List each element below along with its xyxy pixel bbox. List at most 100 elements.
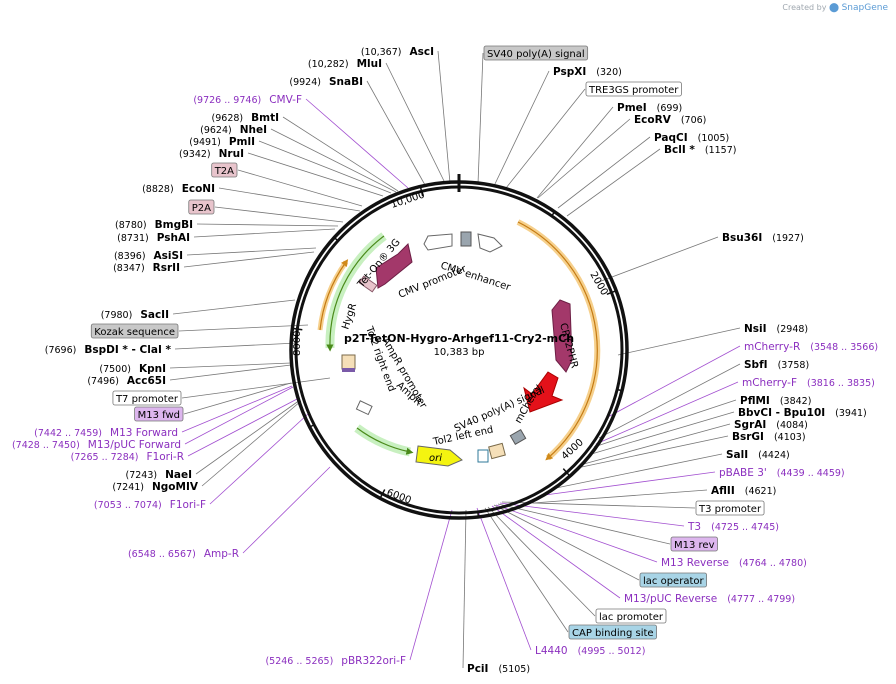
primer-label[interactable]: F1ori-F(7053 .. 7074) <box>94 499 206 511</box>
site-label[interactable]: SbfI(3758) <box>744 359 809 371</box>
primer-label[interactable]: L4440(4995 .. 5012) <box>535 645 645 657</box>
primer-label[interactable]: mCherry-F(3816 .. 3835) <box>742 377 875 389</box>
site-position: (4439 .. 4459) <box>777 468 845 479</box>
site-position: (4995 .. 5012) <box>578 646 646 657</box>
primer-label[interactable]: mCherry-R(3548 .. 3566) <box>744 341 878 353</box>
feature-tag[interactable]: lac operator <box>639 572 707 588</box>
primer-label[interactable]: CMV-F(9726 .. 9746) <box>193 94 302 106</box>
site-label[interactable]: NsiI(2948) <box>744 323 808 335</box>
tick-mark <box>378 489 386 500</box>
tick-label-8000: 8000 <box>292 331 303 356</box>
site-label[interactable]: PspXI(320) <box>553 66 622 78</box>
primer-label[interactable]: M13 Forward(7442 .. 7459) <box>34 427 178 439</box>
leader-line <box>385 62 446 184</box>
leader-line <box>181 377 331 399</box>
leader-line <box>437 50 451 184</box>
site-label[interactable]: BclI *(1157) <box>664 144 736 156</box>
site-label[interactable]: NaeI(7243) <box>126 469 193 481</box>
site-label[interactable]: BspDI * - ClaI *(7696) <box>45 344 172 356</box>
site-label[interactable]: RsrII(8347) <box>113 262 180 274</box>
leader-line <box>566 148 661 217</box>
site-position: (8828) <box>142 184 174 195</box>
primer-label[interactable]: pBABE 3'(4439 .. 4459) <box>719 467 845 479</box>
primer-label[interactable]: pBR322ori-F(5246 .. 5265) <box>265 655 406 667</box>
site-label[interactable]: NheI(9624) <box>200 124 267 136</box>
site-label[interactable]: AscI(10,367) <box>361 46 434 58</box>
feature-tag[interactable]: CAP binding site <box>568 624 657 640</box>
site-label[interactable]: NgoMIV(7241) <box>112 481 198 493</box>
site-name: PmlI <box>229 136 255 148</box>
primer-label[interactable]: F1ori-R(7265 .. 7284) <box>71 451 184 463</box>
site-name: PspXI <box>553 66 586 78</box>
primer-name: T3 <box>687 521 701 533</box>
site-label[interactable]: PmlI(9491) <box>189 136 255 148</box>
site-label[interactable]: BsrGI(4103) <box>732 431 806 443</box>
feature-tag-text: T2A <box>214 166 234 177</box>
primer-label[interactable]: M13/pUC Reverse(4777 .. 4799) <box>624 593 795 605</box>
leader-line <box>557 136 651 209</box>
primer-label[interactable]: T3(4725 .. 4745) <box>687 521 779 533</box>
site-name: NgoMIV <box>152 481 199 493</box>
leader-line <box>536 106 614 199</box>
leader-line <box>409 509 453 661</box>
feature-tag[interactable]: lac promoter <box>595 608 667 624</box>
site-label[interactable]: SgrAI(4084) <box>734 419 808 431</box>
primer-label[interactable]: Amp-R(6548 .. 6567) <box>128 548 239 560</box>
site-label[interactable]: BmgBI(8780) <box>115 219 193 231</box>
right-end-stripe <box>342 368 355 372</box>
site-label[interactable]: KpnI(7500) <box>99 363 166 375</box>
feature-tag[interactable]: M13 rev <box>670 536 718 552</box>
leader-line <box>544 471 716 496</box>
site-label[interactable]: AsiSI(8396) <box>114 250 183 262</box>
feature-tag-text: M13 rev <box>674 540 715 551</box>
site-label[interactable]: SnaBI(9924) <box>289 76 363 88</box>
site-name: NsiI <box>744 323 767 335</box>
site-position: (4777 .. 4799) <box>727 594 795 605</box>
primer-name: mCherry-R <box>744 341 800 353</box>
site-label[interactable]: AflII(4621) <box>711 485 776 497</box>
tick-mark <box>616 388 624 392</box>
mcherry-arrow <box>523 371 564 413</box>
site-label[interactable]: PaqCI(1005) <box>654 132 729 144</box>
feature-tag[interactable]: M13 fwd <box>134 406 184 422</box>
site-label[interactable]: NruI(9342) <box>179 148 244 160</box>
site-position: (7428 .. 7450) <box>12 440 80 451</box>
credit-prefix: Created by <box>782 3 827 12</box>
site-label[interactable]: BbvCI - Bpu10I(3941) <box>738 407 867 419</box>
ampr-arc <box>354 424 412 457</box>
credit-brand: SnapGene <box>841 3 888 13</box>
leader-line <box>169 364 292 381</box>
primer-name: CMV-F <box>269 94 302 106</box>
site-label[interactable]: SacII(7980) <box>101 309 169 321</box>
site-name: BspDI * - ClaI * <box>84 344 171 356</box>
site-label[interactable]: PshAI(8731) <box>117 232 190 244</box>
primer-label[interactable]: M13/pUC Forward(7428 .. 7450) <box>12 439 181 451</box>
site-label[interactable]: SalI(4424) <box>726 449 790 461</box>
feature-tag[interactable]: T2A <box>211 162 238 178</box>
site-label[interactable]: EcoRV(706) <box>634 114 706 126</box>
site-label[interactable]: PciI(5105) <box>467 663 530 675</box>
site-label[interactable]: BmtI(9628) <box>212 112 279 124</box>
feature-tag[interactable]: P2A <box>188 199 215 215</box>
site-label[interactable]: PmeI(699) <box>617 102 682 114</box>
feature-tag[interactable]: T3 promoter <box>695 500 765 516</box>
site-label[interactable]: EcoNI(8828) <box>142 183 215 195</box>
feature-tag[interactable]: SV40 poly(A) signal <box>483 45 589 61</box>
leader-line <box>537 118 631 199</box>
site-label[interactable]: Acc65I(7496) <box>87 375 166 387</box>
site-label[interactable]: Bsu36I(1927) <box>722 232 804 244</box>
leader-line <box>186 247 317 256</box>
site-position: (9342) <box>179 149 211 160</box>
leader-line <box>247 152 384 197</box>
site-label[interactable]: PflMI(3842) <box>740 395 811 407</box>
primer-label[interactable]: M13 Reverse(4764 .. 4780) <box>661 557 807 569</box>
feature-tag[interactable]: T7 promoter <box>112 390 182 406</box>
site-position: (6548 .. 6567) <box>128 549 196 560</box>
feature-tag[interactable]: Kozak sequence <box>90 323 179 339</box>
leader-line <box>476 507 532 651</box>
feature-tag[interactable]: TRE3GS promoter <box>585 81 682 97</box>
leader-line <box>193 228 336 238</box>
site-label[interactable]: MluI(10,282) <box>308 58 382 70</box>
site-name: SacII <box>140 309 169 321</box>
feature-tag-box <box>188 199 215 215</box>
